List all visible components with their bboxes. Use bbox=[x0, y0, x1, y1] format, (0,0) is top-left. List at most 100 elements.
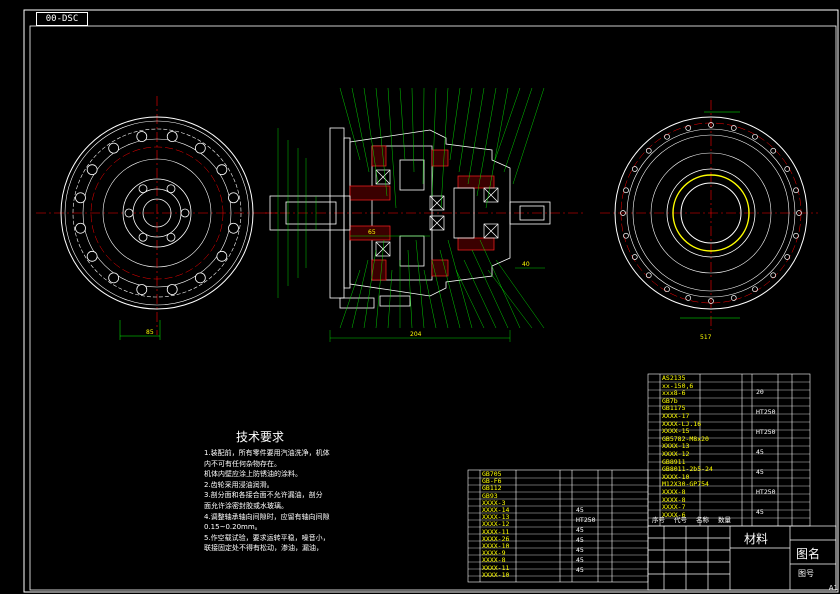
bolt-hole bbox=[138, 184, 148, 194]
bolt-hole bbox=[784, 254, 791, 260]
bolt-hole bbox=[194, 142, 206, 154]
bom-cell: 45 bbox=[576, 536, 584, 544]
bolt-hole bbox=[166, 284, 178, 295]
leader-line bbox=[447, 239, 473, 329]
leader-line bbox=[503, 87, 533, 173]
bolt-hole bbox=[108, 272, 120, 284]
requirement-line: 机体内壁应涂上防锈油的涂料。 bbox=[204, 470, 302, 479]
leader-line bbox=[399, 87, 406, 161]
bolt-hole bbox=[730, 295, 737, 301]
bolt-hole bbox=[75, 222, 86, 234]
leader-line bbox=[463, 259, 497, 329]
bolt-hole bbox=[770, 147, 777, 154]
leader-line bbox=[485, 87, 509, 209]
bolt-hole bbox=[216, 164, 228, 176]
drawing-name-label: 图名 bbox=[796, 547, 821, 561]
bom-cell: HT250 bbox=[756, 428, 776, 436]
bom-cell: 45 bbox=[756, 508, 764, 516]
bom-cell: XXXX-11 bbox=[482, 563, 510, 572]
material-label: 材料 bbox=[744, 532, 769, 546]
leader-line bbox=[471, 249, 509, 329]
leader-line bbox=[512, 87, 545, 185]
leader-line bbox=[351, 259, 369, 329]
bom-cell: GB5782-M8x20 bbox=[662, 434, 709, 443]
bom-cell: 45 bbox=[576, 566, 584, 574]
bom-cell: XXXX-10 bbox=[482, 542, 510, 550]
bom-cell: xxx8-6 bbox=[662, 389, 686, 398]
bom-cell: GB705 bbox=[482, 470, 502, 478]
bolt-hole bbox=[194, 272, 206, 284]
leader-line bbox=[375, 87, 388, 197]
bolt-hole bbox=[166, 131, 178, 142]
bolt-hole bbox=[623, 187, 629, 194]
leader-line bbox=[479, 239, 521, 329]
bom-cell: 数量 bbox=[718, 516, 731, 524]
outer-frame bbox=[23, 9, 839, 593]
bom-cell: 45 bbox=[576, 546, 584, 554]
leader-line bbox=[387, 269, 393, 329]
bom-cell: XXXX-10 bbox=[482, 570, 510, 579]
bom-cell: XXXX-8 bbox=[662, 488, 686, 496]
bom-cell: HT250 bbox=[756, 408, 776, 416]
leader-line bbox=[439, 249, 461, 329]
bolt-hole bbox=[796, 210, 802, 216]
bom-cell: XXXX-12 bbox=[482, 520, 510, 529]
main-inner-dim: 65 bbox=[368, 229, 376, 236]
bolt-hole bbox=[685, 295, 692, 301]
bom-cell: 名称 bbox=[696, 516, 709, 524]
bom-cell: XXXX-12 bbox=[662, 450, 690, 458]
bom-cell: 代号 bbox=[674, 516, 687, 524]
requirement-line: 3.剖分面和各接合面不允许漏油，剖分 bbox=[204, 491, 323, 500]
leader-line bbox=[415, 239, 425, 329]
bom-cell: HT250 bbox=[576, 516, 596, 524]
bolt-hole bbox=[86, 164, 98, 176]
leader-lines bbox=[339, 87, 545, 329]
sheet-size-mark: A1 bbox=[828, 584, 838, 592]
bom-cell: GB-F6 bbox=[482, 477, 502, 486]
bolt-hole bbox=[166, 184, 176, 194]
bolt-hole bbox=[136, 131, 148, 142]
bom-cell: GB8011-2b5-24 bbox=[662, 465, 713, 474]
bom-cell: XXXX-8 bbox=[482, 556, 506, 565]
bom-cell: XXXX-11 bbox=[482, 527, 510, 536]
bolt-hole bbox=[752, 286, 758, 293]
requirement-line: 1.装配前，所有零件要用汽油洗净，机体 bbox=[204, 449, 330, 457]
right-view-dim: 517 bbox=[700, 334, 712, 341]
leader-line bbox=[449, 87, 461, 161]
bom-cell: 序号 bbox=[652, 516, 665, 524]
bom-cell: XXXX-15 bbox=[662, 427, 690, 436]
bom-left-table bbox=[467, 469, 649, 583]
bom-cell: 45 bbox=[576, 526, 584, 534]
leader-line bbox=[387, 87, 397, 209]
leader-line bbox=[423, 269, 437, 329]
bolt-hole bbox=[138, 232, 148, 242]
main-length-dim: 204 bbox=[410, 331, 422, 338]
bolt-hole bbox=[645, 272, 652, 279]
bolt-hole bbox=[645, 147, 652, 154]
drawing-tag: 00-DSC bbox=[36, 12, 88, 26]
bom-cell: XXXX-LJ.16 bbox=[662, 419, 702, 428]
leader-line bbox=[495, 259, 545, 329]
bolt-hole bbox=[108, 142, 120, 154]
requirement-line: 面允许涂密封胶或水玻璃。 bbox=[204, 501, 288, 510]
bolt-hole bbox=[228, 222, 239, 234]
bolt-hole bbox=[685, 125, 692, 131]
leader-line bbox=[339, 269, 361, 329]
leader-line bbox=[455, 269, 485, 329]
bolt-hole bbox=[770, 272, 777, 279]
bolt-hole bbox=[166, 232, 176, 242]
bom-cell: HT250 bbox=[756, 488, 776, 496]
bom-right-table bbox=[647, 373, 811, 527]
bom-cell: 45 bbox=[756, 448, 764, 456]
title-block bbox=[647, 525, 837, 591]
leader-line bbox=[363, 87, 379, 185]
requirement-line: 0.15~0.20mm。 bbox=[204, 523, 262, 532]
bolt-hole bbox=[180, 208, 190, 218]
bolt-hole bbox=[793, 232, 799, 239]
bom-cell: XXXX-6 bbox=[662, 510, 686, 519]
bolt-hole bbox=[708, 298, 714, 304]
requirements-title: 技术要求 bbox=[236, 430, 285, 444]
bom-cell: XXXX-13 bbox=[482, 513, 510, 522]
bom-cell: XXXX-8 bbox=[662, 495, 686, 504]
leader-line bbox=[411, 87, 415, 173]
